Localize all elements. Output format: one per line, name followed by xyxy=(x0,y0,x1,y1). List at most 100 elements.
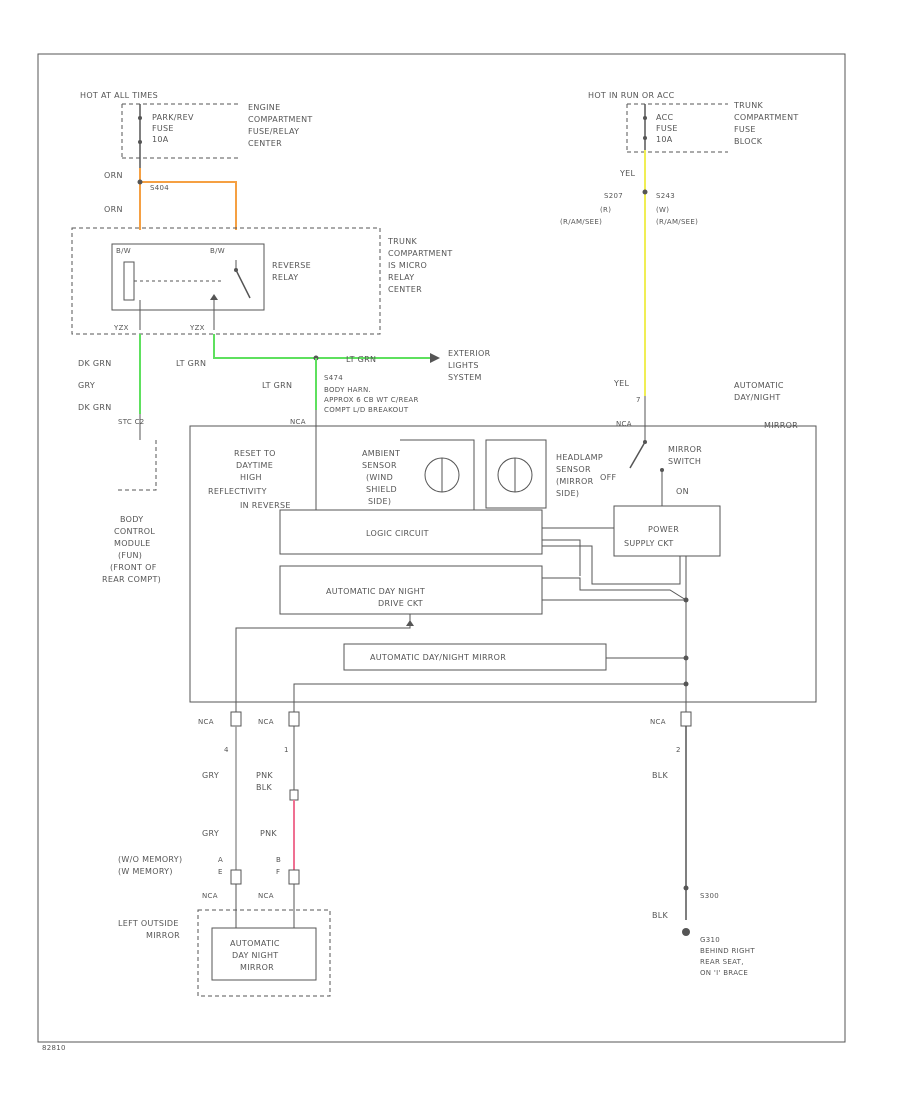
drive-circuit-box xyxy=(279,565,543,615)
drive-circuit-label-1: AUTOMATIC DAY NIGHT xyxy=(326,587,425,596)
reverse-relay-label-1: REVERSE xyxy=(272,261,311,270)
trunk-fuse-label-1: TRUNK xyxy=(733,101,763,110)
trunk-micro-label-3: IS MICRO xyxy=(388,261,427,270)
nca-label-3: NCA xyxy=(198,718,214,726)
s404-label: S404 xyxy=(150,184,169,192)
power-supply-label-2: SUPPLY CKT xyxy=(624,539,674,548)
drive-output-arrow xyxy=(406,620,414,626)
connector-pin-2 xyxy=(680,711,692,727)
left-mirror-connector-a xyxy=(230,869,242,885)
left-outside-mirror-boundary xyxy=(197,909,331,997)
auto-mirror-element-box xyxy=(343,643,607,671)
ground-icon xyxy=(682,928,690,936)
relay-out-arrow xyxy=(210,294,218,300)
pin-7-label: 7 xyxy=(636,396,641,404)
trunk-micro-label-4: RELAY xyxy=(388,273,415,282)
lt-grn-wire-horizontal xyxy=(213,334,430,359)
ambient-sensor-outline xyxy=(400,439,475,510)
ambient-sensor-label-3: (WIND xyxy=(366,473,393,482)
splice-note-1: BODY HARN. xyxy=(324,386,371,394)
gry-label-2: GRY xyxy=(202,771,219,780)
body-control-label-5: (FRONT OF xyxy=(110,563,157,572)
wiring-note-left-2: (R/AM/SEE) xyxy=(560,218,602,226)
fuse-right-label-3: 10A xyxy=(656,135,673,144)
ambient-sensor-label-5: SIDE) xyxy=(368,497,391,506)
ground-junction-1 xyxy=(683,597,689,603)
pin-4-label: 4 xyxy=(224,746,229,754)
dk-grn-label-1: DK GRN xyxy=(78,359,112,368)
ambient-sensor-label-4: SHIELD xyxy=(366,485,397,494)
mirror-switch-label-1: MIRROR xyxy=(668,445,702,454)
headlamp-sensor-label-3: (MIRROR xyxy=(556,477,594,486)
dk-grn-label-2: DK GRN xyxy=(78,403,112,412)
left-outside-mirror-element xyxy=(211,927,317,981)
relay-pin-left: B/W xyxy=(116,247,131,255)
wiring-note-right-1: (W) xyxy=(656,206,669,214)
orn-label-1: ORN xyxy=(104,171,123,180)
power-supply-box xyxy=(613,505,721,557)
trunk-fuse-label-4: BLOCK xyxy=(734,137,763,146)
splice-note-3: COMPT L/D BREAKOUT xyxy=(324,406,409,414)
relay-out-left-label: YZX xyxy=(113,324,129,332)
lt-grn-label-3: LT GRN xyxy=(262,381,292,390)
drive-to-left-mirror-lead xyxy=(235,614,411,712)
lt-grn-label-1: LT GRN xyxy=(176,359,206,368)
nca-label-7: NCA xyxy=(258,892,274,900)
reverse-relay-box xyxy=(111,243,265,311)
left-mirror-connector-b xyxy=(288,869,300,885)
pnk-blk-label-2: BLK xyxy=(256,783,273,792)
s474-label: S474 xyxy=(324,374,343,382)
nca-label-6: NCA xyxy=(202,892,218,900)
fuse-right-label-1: ACC xyxy=(656,113,674,122)
nca-label-5: NCA xyxy=(650,718,666,726)
ground-label-1: G310 xyxy=(700,936,720,944)
s243-label: S243 xyxy=(656,192,675,200)
splice-s404 xyxy=(137,179,143,185)
trunk-relay-center-box xyxy=(71,227,381,335)
figure-id: 82810 xyxy=(42,1044,66,1052)
wiring-note-right-2: (R/AM/SEE) xyxy=(656,218,698,226)
headlamp-sensor-box xyxy=(485,439,547,509)
s207-label: S207 xyxy=(604,192,623,200)
reverse-relay-label-2: RELAY xyxy=(272,273,299,282)
off-label: OFF xyxy=(600,473,616,482)
reset-text-1: RESET TO xyxy=(234,449,276,458)
yel-label-2: YEL xyxy=(613,379,630,388)
reset-text-2: DAYTIME xyxy=(236,461,273,470)
trunk-micro-label-5: CENTER xyxy=(388,285,422,294)
trunk-fuse-label-3: FUSE xyxy=(734,125,756,134)
lt-grn-label-2: LT GRN xyxy=(346,355,376,364)
nca-label-2: NCA xyxy=(616,420,632,428)
mirror-switch-arm xyxy=(629,441,646,469)
fuse-left-label-2: FUSE xyxy=(152,124,174,133)
relay-pin-right: B/W xyxy=(210,247,225,255)
hot-in-run-label: HOT IN RUN OR ACC xyxy=(588,91,675,100)
exterior-lights-label-1: EXTERIOR xyxy=(448,349,491,358)
trunk-micro-label-2: COMPARTMENT xyxy=(388,249,453,258)
automatic-mirror-module xyxy=(189,425,817,703)
nca-label-4: NCA xyxy=(258,718,274,726)
power-supply-label-1: POWER xyxy=(648,525,679,534)
diagram-frame xyxy=(37,53,846,1043)
splice-s207 xyxy=(642,189,648,195)
ground-junction-3 xyxy=(683,681,689,687)
drive-circuit-label-2: DRIVE CKT xyxy=(378,599,423,608)
pin-b-label: B xyxy=(276,856,281,864)
exterior-lights-arrow xyxy=(430,353,440,363)
hot-at-all-times-label: HOT AT ALL TIMES xyxy=(80,91,158,100)
inline-connector xyxy=(289,789,299,801)
ambient-sensor-label-1: AMBIENT xyxy=(362,449,400,458)
reset-text-5: IN REVERSE xyxy=(240,501,291,510)
gry-label-1: GRY xyxy=(78,381,95,390)
body-control-label-2: CONTROL xyxy=(114,527,155,536)
on-label: ON xyxy=(676,487,689,496)
ambient-sensor-label-2: SENSOR xyxy=(362,461,397,470)
trunk-micro-label-1: TRUNK xyxy=(387,237,417,246)
pnk-label-2: PNK xyxy=(260,829,277,838)
engine-comp-label-1: ENGINE xyxy=(248,103,280,112)
relay-coil xyxy=(123,261,135,301)
body-control-label-3: MODULE xyxy=(114,539,151,548)
left-outside-mirror-label-2: MIRROR xyxy=(146,931,180,940)
headlamp-sensor-label-1: HEADLAMP xyxy=(556,453,603,462)
